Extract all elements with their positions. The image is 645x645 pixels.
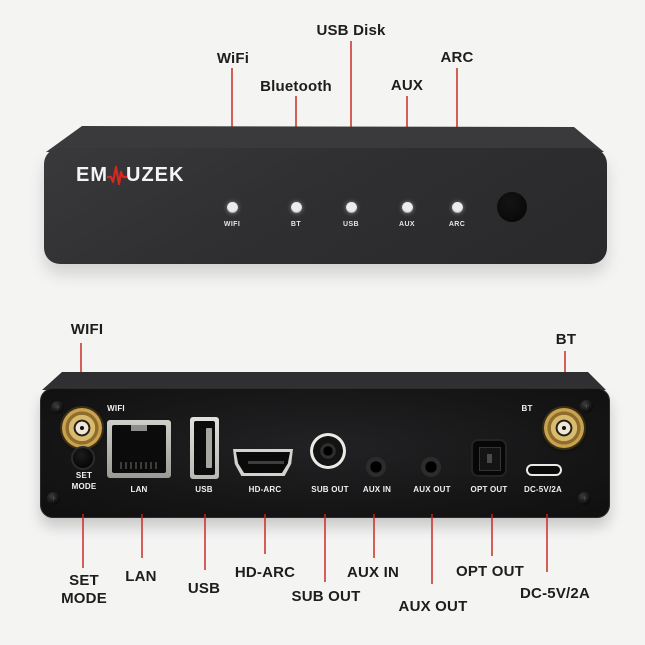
screw-bottom-left: + — [47, 492, 60, 505]
brand-logo: EM UZEK — [76, 163, 184, 187]
callout-set-mode-line2: MODE — [61, 590, 107, 607]
callout-arc-front: ARC — [440, 49, 474, 66]
rear-device-top-edge — [42, 372, 606, 390]
callout-set-mode: SET MODE — [61, 572, 107, 608]
callout-bluetooth: Bluetooth — [260, 78, 332, 95]
callout-set-mode-line1: SET — [69, 572, 99, 589]
dc-power-port — [526, 464, 562, 476]
callout-aux-in: AUX IN — [346, 564, 400, 581]
callout-usb-disk: USB Disk — [316, 22, 386, 39]
screw-top-right: + — [580, 400, 593, 413]
panel-label-lan: LAN — [130, 485, 148, 494]
callout-usb: USB — [187, 580, 221, 597]
led-usb — [345, 202, 357, 213]
led-label-aux: AUX — [399, 221, 415, 228]
led-bt — [290, 202, 302, 213]
led-label-arc: ARC — [448, 221, 466, 228]
panel-label-usb: USB — [195, 485, 213, 494]
leader-line-set-mode — [82, 514, 84, 568]
screw-top-left: + — [51, 401, 64, 414]
leader-line-usb — [204, 514, 206, 570]
aux-out-port — [421, 457, 441, 477]
ir-receiver-window — [497, 192, 527, 222]
panel-label-wifi: WIFI — [107, 404, 125, 413]
screw-bottom-right: + — [578, 492, 591, 505]
leader-line-sub-out — [324, 514, 326, 582]
panel-label-sub-out: SUB OUT — [311, 485, 349, 494]
leader-line-dc — [546, 514, 548, 572]
brand-logo-prefix: EM — [76, 163, 108, 186]
front-device-top-face — [46, 126, 604, 152]
callout-bt-rear: BT — [555, 331, 577, 348]
sub-out-port — [310, 433, 346, 469]
panel-label-aux-in: AUX IN — [362, 485, 392, 494]
bt-antenna-connector — [544, 408, 584, 448]
led-wifi — [226, 202, 238, 213]
callout-wifi-rear: WIFI — [70, 321, 104, 338]
panel-label-opt-out: OPT OUT — [470, 485, 508, 494]
usb-port — [190, 417, 219, 479]
panel-label-mode: MODE — [71, 482, 97, 491]
panel-label-hd-arc: HD-ARC — [248, 485, 282, 494]
led-aux — [401, 202, 413, 213]
callout-aux-out: AUX OUT — [398, 598, 468, 615]
led-label-usb: USB — [343, 221, 359, 228]
leader-line-usb-disk — [350, 41, 352, 196]
callout-opt-out: OPT OUT — [455, 563, 525, 580]
leader-line-hd-arc — [264, 514, 266, 554]
led-arc — [451, 202, 463, 213]
callout-aux-front: AUX — [390, 77, 424, 94]
callout-dc: DC-5V/2A — [520, 585, 590, 602]
aux-in-port — [366, 457, 386, 477]
callout-sub-out: SUB OUT — [291, 588, 361, 605]
panel-label-aux-out: AUX OUT — [413, 485, 451, 494]
brand-logo-suffix: UZEK — [126, 163, 185, 186]
callout-lan: LAN — [125, 568, 157, 585]
leader-line-aux-in — [373, 514, 375, 558]
wifi-antenna-connector — [62, 408, 102, 448]
set-mode-button — [73, 448, 93, 468]
brand-pulse-icon — [107, 165, 127, 186]
opt-out-port — [471, 439, 507, 477]
led-label-bt: BT — [290, 221, 302, 228]
leader-line-opt-out — [491, 514, 493, 556]
leader-line-lan — [141, 514, 143, 558]
panel-label-dc: DC-5V/2A — [523, 485, 563, 494]
lan-port — [107, 420, 171, 478]
panel-label-bt: BT — [521, 404, 533, 413]
led-label-wifi: WIFI — [223, 221, 241, 228]
leader-line-aux-out — [431, 514, 433, 584]
panel-label-set: SET — [75, 471, 93, 480]
hd-arc-port — [233, 449, 293, 476]
callout-wifi-front: WiFi — [216, 50, 250, 67]
callout-hd-arc: HD-ARC — [234, 564, 296, 581]
